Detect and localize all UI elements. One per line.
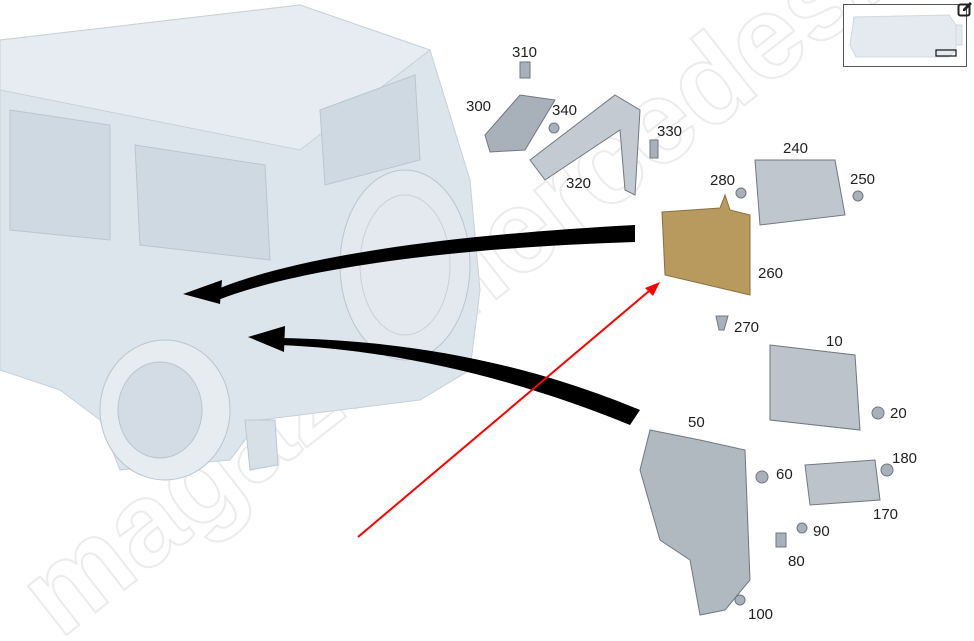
- part-label-180[interactable]: 180: [892, 450, 917, 467]
- part-50: [639, 429, 751, 616]
- edit-icon[interactable]: [957, 1, 973, 17]
- part-label-250[interactable]: 250: [850, 171, 875, 188]
- part-240: [754, 159, 846, 226]
- minimap-vehicle-thumbnail: [849, 14, 963, 58]
- part-180: [880, 463, 894, 477]
- part-270: [715, 315, 729, 331]
- part-340: [548, 122, 560, 134]
- part-280: [735, 187, 747, 199]
- part-label-280[interactable]: 280: [710, 172, 735, 189]
- part-label-270[interactable]: 270: [734, 319, 759, 336]
- part-320: [529, 94, 641, 196]
- part-label-50[interactable]: 50: [688, 414, 705, 431]
- parts-illustrations: [484, 61, 894, 616]
- part-260: [661, 193, 751, 296]
- minimap-viewport-indicator: [935, 49, 957, 57]
- part-label-240[interactable]: 240: [783, 140, 808, 157]
- part-label-260[interactable]: 260: [758, 265, 783, 282]
- part-label-300[interactable]: 300: [466, 98, 491, 115]
- part-330: [649, 139, 659, 159]
- part-20: [871, 406, 885, 420]
- part-labels: 310 300 340 330 320 240 280 250 260 270 …: [466, 44, 917, 623]
- arrow-head-icon: [248, 326, 285, 352]
- overview-minimap[interactable]: [843, 4, 967, 67]
- arrow-to-shield-location: [215, 225, 635, 300]
- part-label-80[interactable]: 80: [788, 553, 805, 570]
- part-label-10[interactable]: 10: [826, 333, 843, 350]
- part-label-330[interactable]: 330: [657, 123, 682, 140]
- part-80: [775, 532, 787, 548]
- part-label-60[interactable]: 60: [776, 466, 793, 483]
- red-arrow-head-icon: [645, 282, 660, 296]
- part-300: [484, 94, 556, 153]
- part-310: [519, 61, 531, 79]
- part-label-90[interactable]: 90: [813, 523, 830, 540]
- part-100: [734, 594, 746, 606]
- red-pointer-line: [357, 285, 656, 538]
- part-250: [852, 190, 864, 202]
- direction-arrows: [183, 225, 660, 538]
- part-label-20[interactable]: 20: [890, 405, 907, 422]
- part-label-340[interactable]: 340: [552, 102, 577, 119]
- part-170: [804, 459, 881, 506]
- part-60: [755, 470, 769, 484]
- part-10: [769, 344, 861, 431]
- arrow-head-icon: [183, 280, 222, 304]
- part-label-310[interactable]: 310: [512, 44, 537, 61]
- part-label-170[interactable]: 170: [873, 506, 898, 523]
- part-90: [796, 522, 808, 534]
- part-label-320[interactable]: 320: [566, 175, 591, 192]
- part-label-100[interactable]: 100: [748, 606, 773, 623]
- arrow-to-module-location: [280, 338, 640, 425]
- vehicle-illustration: [0, 4, 481, 481]
